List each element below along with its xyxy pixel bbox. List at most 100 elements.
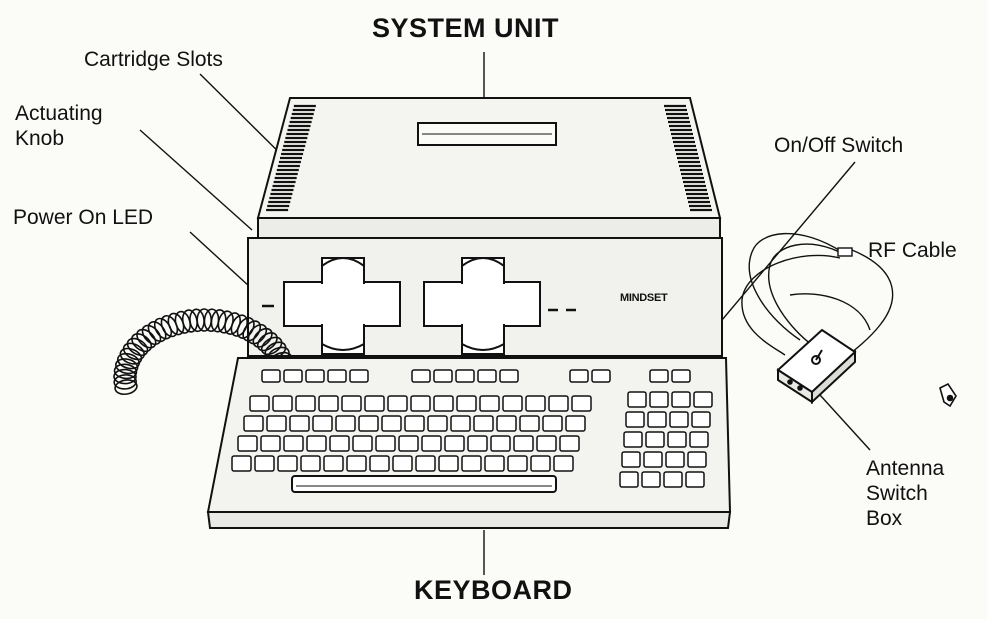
key xyxy=(649,369,669,383)
key xyxy=(671,391,691,408)
cord-coil-loop xyxy=(236,317,255,339)
key xyxy=(671,369,691,383)
key xyxy=(667,431,687,448)
key xyxy=(479,395,500,412)
key xyxy=(625,411,645,428)
system-drawing: MINDSET xyxy=(113,52,957,575)
leader-antenna-box xyxy=(819,394,871,451)
keyboard xyxy=(206,357,732,529)
coiled-keyboard-cord xyxy=(113,308,293,396)
key xyxy=(669,411,689,428)
key xyxy=(691,411,711,428)
key xyxy=(254,455,275,472)
key xyxy=(381,415,402,432)
cartridge-slot-left xyxy=(283,257,401,355)
unit-top xyxy=(256,97,722,219)
key xyxy=(513,435,534,452)
key xyxy=(687,451,707,468)
key xyxy=(502,395,523,412)
key xyxy=(421,435,442,452)
keyboard-front-edge xyxy=(206,511,732,529)
key xyxy=(283,435,304,452)
key xyxy=(358,415,379,432)
key xyxy=(335,415,356,432)
key xyxy=(272,395,293,412)
key xyxy=(327,369,347,383)
key xyxy=(415,455,436,472)
cord-coil-loop xyxy=(260,336,283,356)
key xyxy=(530,455,551,472)
key xyxy=(456,395,477,412)
key xyxy=(623,431,643,448)
cord-coil-loop xyxy=(136,328,157,349)
key xyxy=(559,435,580,452)
cord-coil-loop xyxy=(126,337,149,357)
cord-coil-loop xyxy=(119,347,143,365)
key xyxy=(300,455,321,472)
key xyxy=(542,415,563,432)
key xyxy=(237,435,258,452)
key xyxy=(433,369,453,383)
brand-logo: MINDSET xyxy=(620,292,668,304)
key xyxy=(364,395,385,412)
key xyxy=(369,455,390,472)
key xyxy=(404,415,425,432)
key xyxy=(621,451,641,468)
key xyxy=(323,455,344,472)
key xyxy=(346,455,367,472)
key xyxy=(569,369,589,383)
key xyxy=(490,435,511,452)
key xyxy=(398,435,419,452)
rf-cable-plug xyxy=(837,247,853,257)
key xyxy=(249,395,270,412)
key xyxy=(260,435,281,452)
key xyxy=(553,455,574,472)
space-bar xyxy=(291,475,557,493)
label-actuating-knob: Actuating Knob xyxy=(15,102,103,150)
label-antenna-switch-box: Antenna Switch Box xyxy=(866,457,945,530)
key xyxy=(496,415,517,432)
key xyxy=(306,435,327,452)
key xyxy=(477,369,497,383)
key xyxy=(444,435,465,452)
cartridge-slot-right xyxy=(423,257,541,355)
key xyxy=(645,431,665,448)
system-unit: MINDSET xyxy=(247,97,723,357)
label-keyboard: KEYBOARD xyxy=(414,575,573,605)
cord-coil-loop xyxy=(131,333,153,353)
key xyxy=(467,435,488,452)
key xyxy=(619,471,639,488)
label-system-unit: SYSTEM UNIT xyxy=(372,13,560,43)
key xyxy=(525,395,546,412)
key xyxy=(438,455,459,472)
key xyxy=(266,415,287,432)
key xyxy=(433,395,454,412)
label-rf-cable: RF Cable xyxy=(868,239,957,262)
antenna-switch-box xyxy=(776,328,857,405)
key xyxy=(411,369,431,383)
label-on-off-switch: On/Off Switch xyxy=(774,134,904,157)
key xyxy=(647,411,667,428)
key xyxy=(349,369,369,383)
key xyxy=(565,415,586,432)
key xyxy=(387,395,408,412)
unit-front-upper xyxy=(257,217,721,239)
key xyxy=(665,451,685,468)
cord-coil-loop xyxy=(122,342,145,361)
key xyxy=(375,435,396,452)
cord-coil-loop xyxy=(115,358,139,375)
key xyxy=(461,455,482,472)
key xyxy=(295,395,316,412)
cord-coil-loop xyxy=(247,323,268,345)
cord-coil-loop xyxy=(113,363,138,380)
key xyxy=(548,395,569,412)
key xyxy=(427,415,448,432)
antenna-adapter xyxy=(939,382,957,408)
cord-coil-loop xyxy=(113,368,137,385)
label-cartridge-slots: Cartridge Slots xyxy=(84,48,223,71)
cord-coil-loop xyxy=(264,341,287,360)
key xyxy=(277,455,298,472)
cord-coil-loop xyxy=(113,374,137,390)
key xyxy=(261,369,281,383)
